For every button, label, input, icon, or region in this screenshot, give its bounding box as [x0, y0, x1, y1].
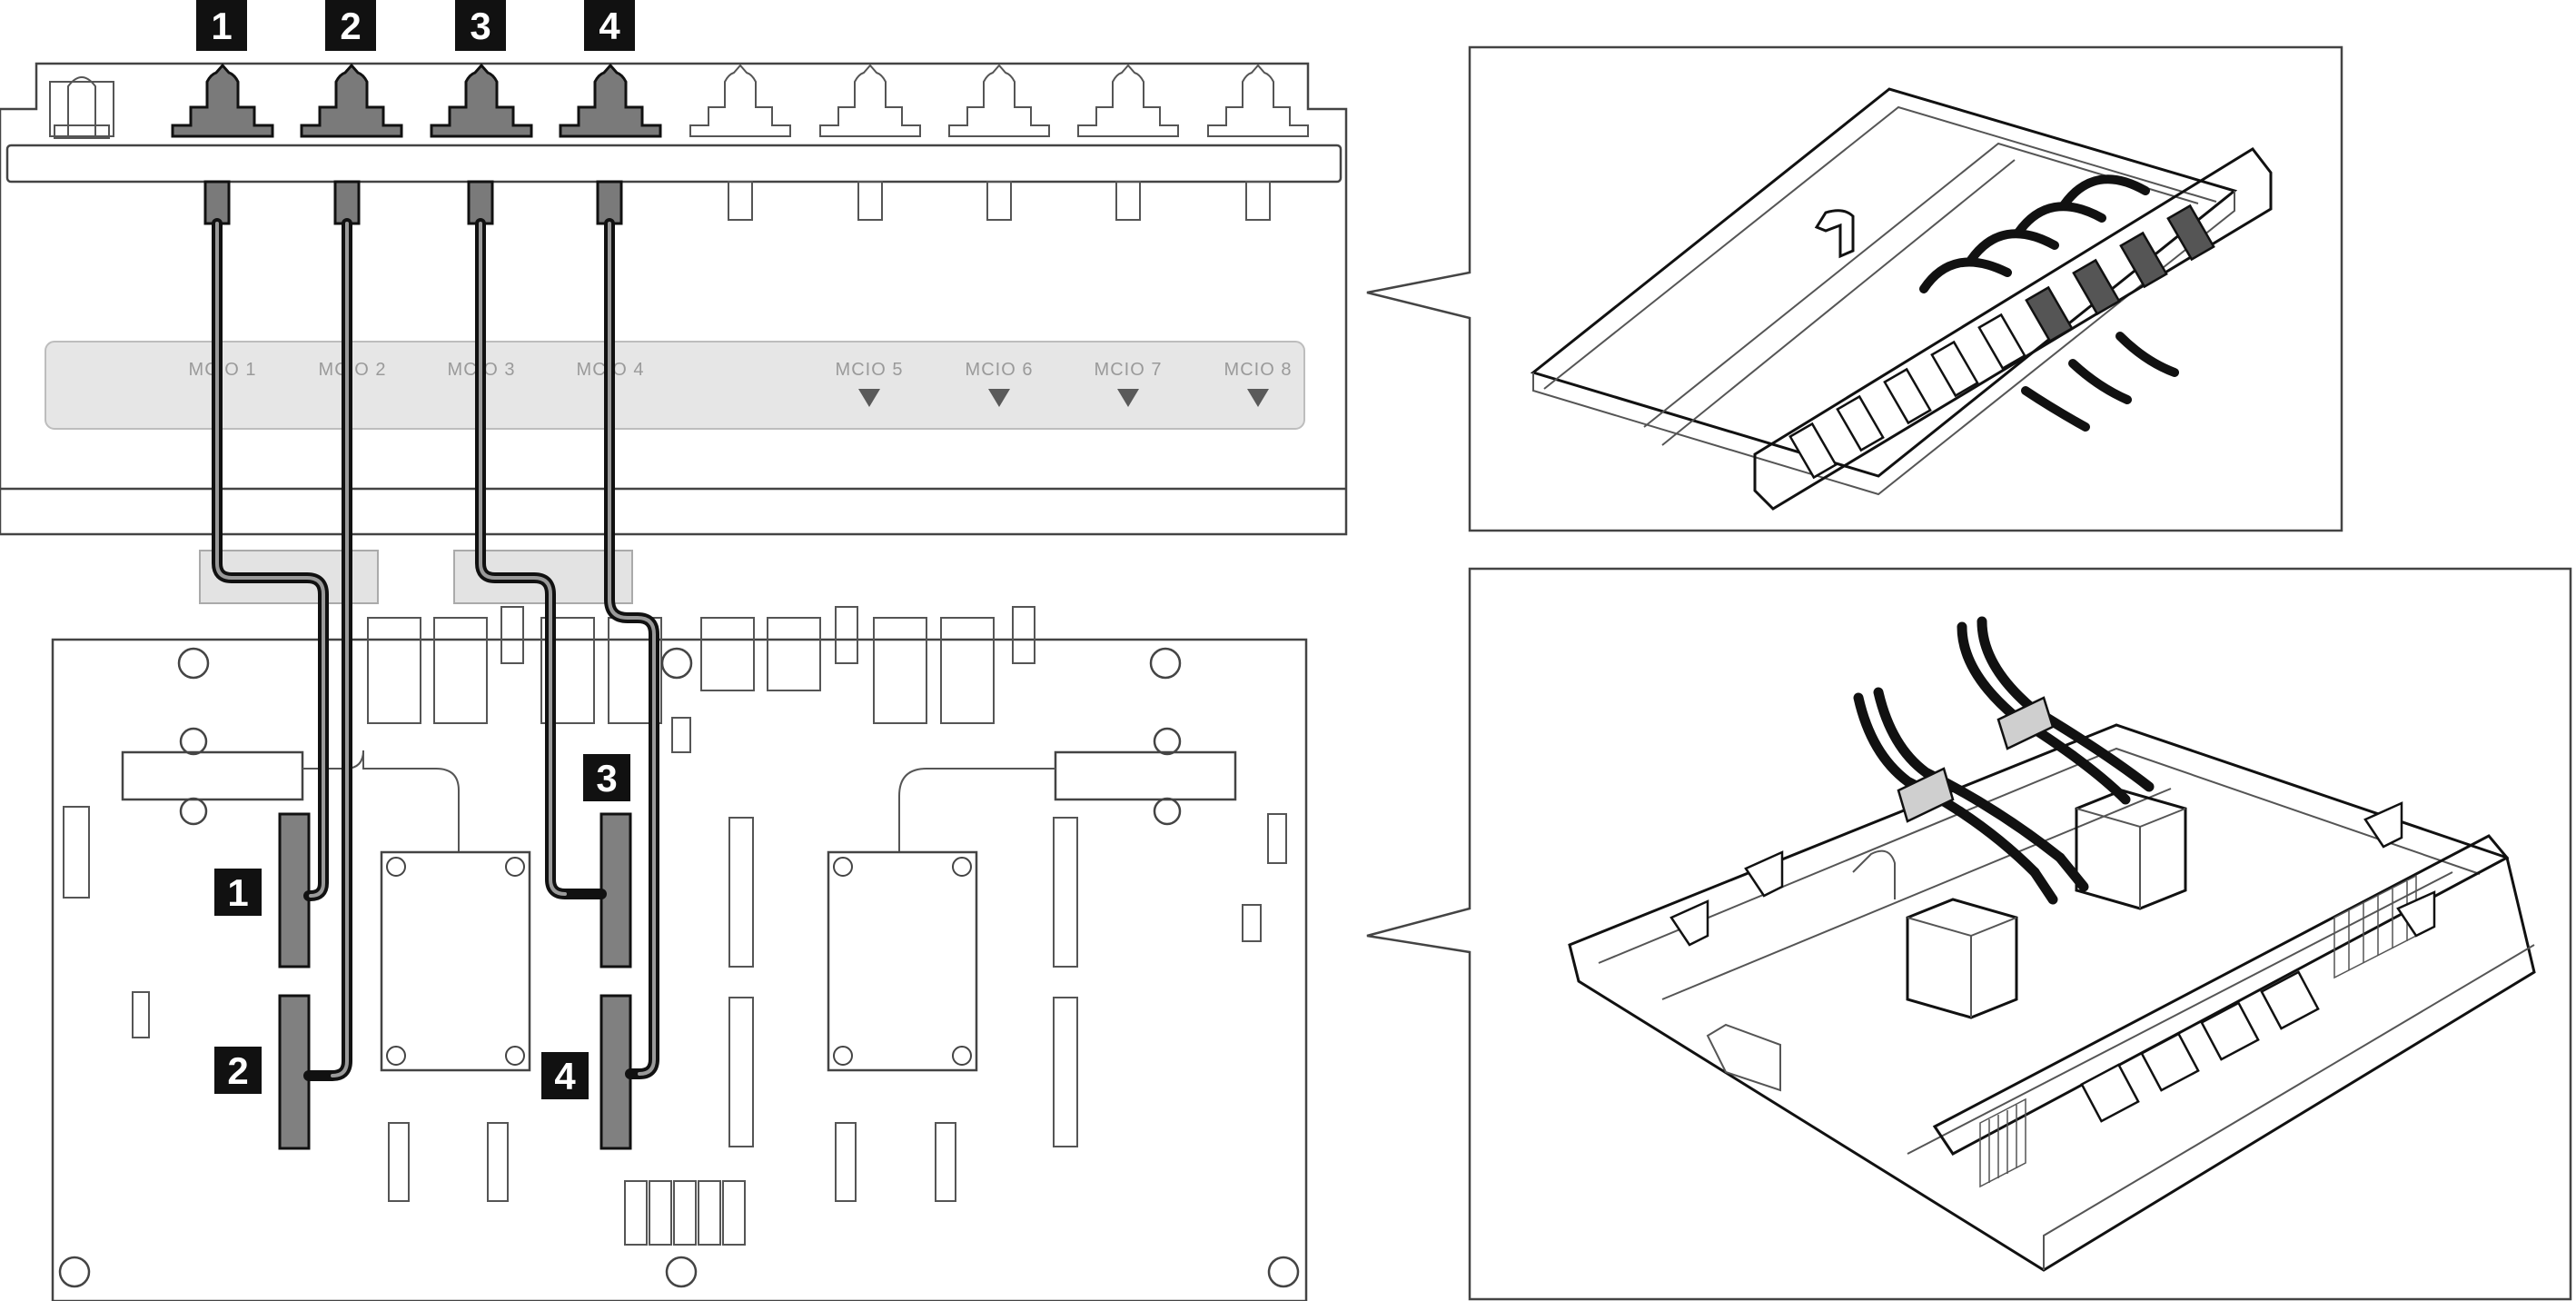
callouts-board: 1 2 3 4: [214, 754, 630, 1099]
mcio-5-label: MCIO 5: [836, 360, 904, 380]
backplane-connectors: [171, 63, 1309, 225]
callout-4-board-label: 4: [554, 1055, 576, 1097]
callout-4-top: 4: [584, 0, 635, 51]
callout-3-board-label: 3: [596, 757, 617, 799]
screw-icon: [1153, 797, 1182, 826]
backplane-connector-7: [948, 64, 1050, 221]
detail-panel-chassis: [1366, 567, 2572, 1301]
detail-panel-backplane: [1366, 45, 2343, 532]
processor-2: [827, 750, 1237, 1072]
mcio-7-arrow-icon: [1117, 389, 1139, 407]
detail-connectors: [1788, 204, 2215, 480]
backplane-connector-9: [1207, 64, 1309, 221]
detail-latches: [1669, 801, 2436, 947]
power-connector-icon: [49, 76, 114, 139]
board-mcio-connector-2: [278, 994, 311, 1150]
processor-1: [121, 750, 531, 1072]
board-mcio-connector-1: [278, 812, 311, 968]
backplane-connector-4: [559, 63, 662, 225]
callout-2-board: 2: [214, 1047, 262, 1094]
callouts-top: 1 2 3 4: [196, 0, 635, 51]
mcio-6-arrow-icon: [988, 389, 1010, 407]
screw-icon: [660, 647, 693, 680]
callout-3-top: 3: [455, 0, 506, 51]
mcio-7-label: MCIO 7: [1095, 360, 1163, 380]
screw-icon: [179, 797, 208, 826]
backplane-connector-5: [689, 64, 791, 221]
callout-1-top: 1: [196, 0, 247, 51]
mcio-8-arrow-icon: [1247, 389, 1269, 407]
detail-cables-top: [1919, 174, 2179, 432]
backplane-connector-2: [300, 63, 403, 225]
callout-1-board: 1: [214, 869, 262, 916]
callout-3-top-label: 3: [470, 5, 490, 47]
callout-4-board: 4: [541, 1052, 589, 1099]
backplane-connector-3: [430, 63, 533, 225]
callout-1-board-label: 1: [227, 871, 248, 914]
screw-icon: [1267, 1256, 1300, 1288]
callout-3-board: 3: [583, 754, 630, 801]
fan-connectors: [624, 1180, 746, 1246]
mcio-5-arrow-icon: [858, 389, 880, 407]
screw-icon: [177, 647, 210, 680]
screw-icon: [1149, 647, 1182, 680]
mcio-label-strip: [45, 341, 1305, 430]
detail-cable-clips: [1897, 696, 2055, 823]
backplane-assembly: [0, 62, 1348, 536]
mcio-6-label: MCIO 6: [966, 360, 1034, 380]
callout-1-top-label: 1: [211, 5, 232, 47]
screw-icon: [1153, 727, 1182, 756]
pcie-slots: [388, 817, 1078, 1202]
callout-2-top-label: 2: [340, 5, 361, 47]
board-mcio-connector-3: [599, 812, 632, 968]
detail-processors: [1906, 789, 2187, 1019]
board-screws: [58, 647, 1300, 1288]
screw-icon: [58, 1256, 91, 1288]
callout-4-top-label: 4: [599, 5, 620, 47]
screw-icon: [179, 727, 208, 756]
system-board: [51, 606, 1308, 1301]
callout-2-top: 2: [325, 0, 376, 51]
backplane-connector-6: [819, 64, 921, 221]
callout-2-board-label: 2: [227, 1049, 248, 1092]
detail-vents: [1979, 874, 2417, 1188]
screw-icon: [665, 1256, 698, 1288]
backplane-connector-8: [1077, 64, 1179, 221]
cables: [212, 218, 659, 1081]
detail-front-ports: [2080, 970, 2320, 1123]
rear-io-connectors: [367, 606, 1035, 724]
mcio-8-label: MCIO 8: [1224, 360, 1293, 380]
